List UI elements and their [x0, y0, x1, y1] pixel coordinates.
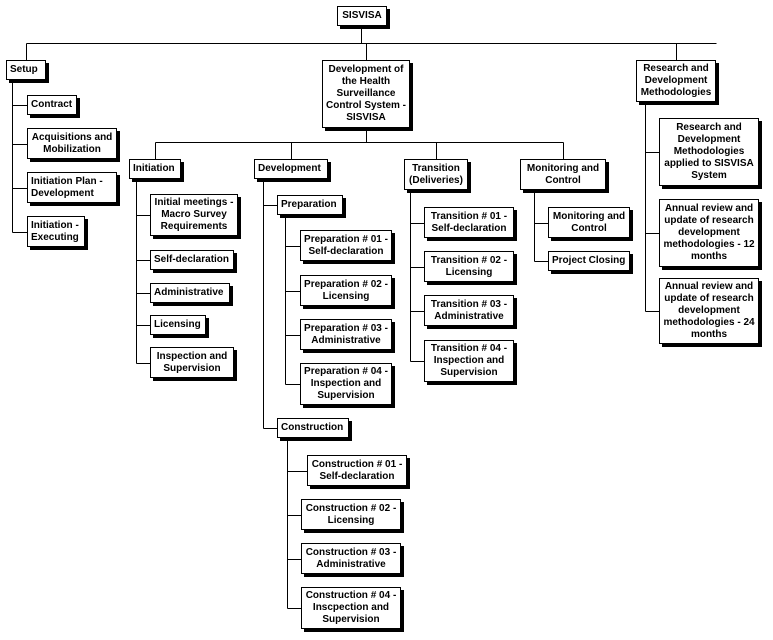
preparation-item-02: Preparation # 02 - Licensing	[300, 275, 392, 306]
root-node: SISVISA	[337, 6, 387, 26]
transition-item-04: Transition # 04 - Inspection and Supervi…	[424, 340, 514, 382]
setup-item-contract: Contract	[27, 95, 77, 115]
construction-item-02: Construction # 02 - Licensing	[301, 499, 401, 530]
preparation-item-01: Preparation # 01 - Self-declaration	[300, 230, 392, 261]
transition-node: Transition (Deliveries)	[404, 159, 468, 190]
development-node: Development	[254, 159, 328, 179]
research-node: Research and Development Methodologies	[636, 60, 716, 102]
transition-item-02: Transition # 02 - Licensing	[424, 251, 514, 282]
initiation-item-administrative: Administrative	[150, 283, 230, 303]
development-system-node: Development of the Health Surveillance C…	[322, 60, 410, 128]
setup-item-acquisitions: Acquisitions and Mobilization	[27, 128, 117, 159]
preparation-item-04: Preparation # 04 - Inspection and Superv…	[300, 363, 392, 405]
initiation-item-licensing: Licensing	[150, 315, 206, 335]
preparation-node: Preparation	[277, 195, 343, 215]
preparation-item-03: Preparation # 03 - Administrative	[300, 319, 392, 350]
transition-item-03: Transition # 03 - Administrative	[424, 295, 514, 326]
monitoring-item-closing: Project Closing	[548, 251, 630, 271]
initiation-item-meetings: Initial meetings - Macro Survey Requirem…	[150, 194, 238, 236]
construction-item-04: Construction # 04 - Inscpection and Supe…	[301, 587, 401, 629]
monitoring-node: Monitoring and Control	[520, 159, 606, 190]
monitoring-item-monitoring: Monitoring and Control	[548, 207, 630, 238]
initiation-node: Initiation	[129, 159, 181, 179]
research-item-applied: Research and Development Methodologies a…	[659, 118, 759, 186]
initiation-item-inspection: Inspection and Supervision	[150, 347, 234, 378]
construction-node: Construction	[277, 418, 349, 438]
setup-node: Setup	[6, 60, 46, 80]
construction-item-01: Construction # 01 - Self-declaration	[307, 455, 407, 486]
setup-item-initiation-executing: Initiation - Executing	[27, 216, 85, 247]
construction-item-03: Construction # 03 - Administrative	[301, 543, 401, 574]
research-item-12-months: Annual review and update of research dev…	[659, 199, 759, 267]
research-item-24-months: Annual review and update of research dev…	[659, 278, 759, 344]
setup-item-initiation-plan: Initiation Plan - Development	[27, 172, 117, 203]
initiation-item-self-declaration: Self-declaration	[150, 250, 234, 270]
transition-item-01: Transition # 01 - Self-declaration	[424, 207, 514, 238]
